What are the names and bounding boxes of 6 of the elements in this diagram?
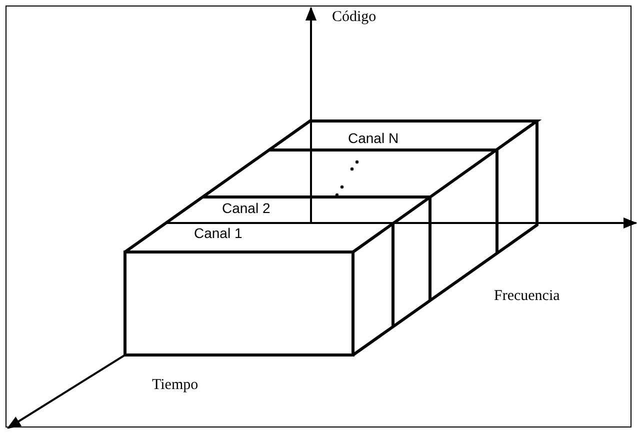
axis-label: Tiempo — [152, 378, 198, 393]
axis-label: Canal N — [348, 131, 399, 145]
axis-label: Canal 2 — [222, 201, 270, 215]
axis-label: Código — [332, 10, 376, 25]
axis-label: Frecuencia — [494, 289, 560, 304]
axis-label: Canal 1 — [194, 226, 242, 240]
